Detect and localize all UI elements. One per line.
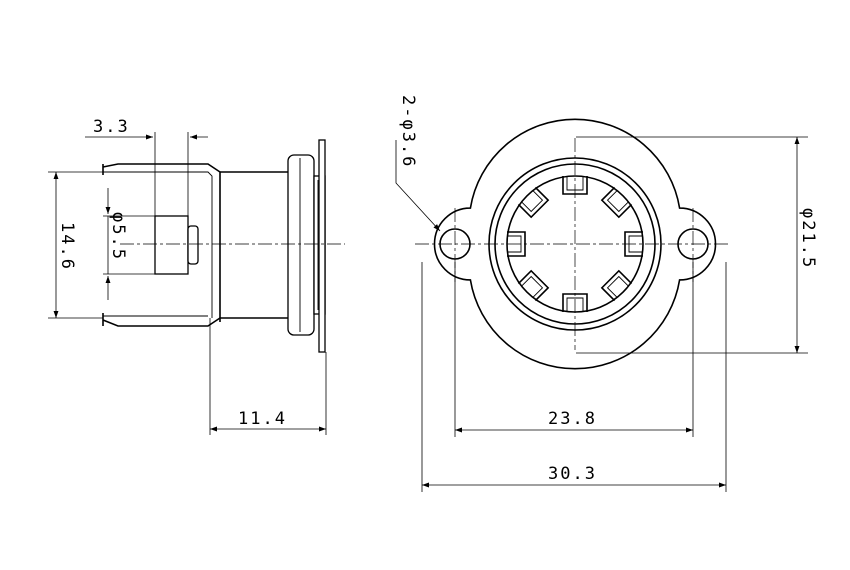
contact-tab (600, 269, 633, 302)
terminal-top-inner (103, 171, 213, 318)
terminal-bottom (102, 317, 221, 327)
contact-tab-outline (517, 186, 550, 219)
pin-shoulder (187, 225, 199, 265)
side-view (102, 139, 345, 353)
contact-tab-inner (520, 189, 544, 213)
flange-plate (318, 139, 326, 353)
front-view (415, 118, 730, 370)
dim-body-diameter: φ21.5 (798, 208, 818, 269)
front-dimensions: 2-φ3.6 φ21.5 23.8 30.3 (395, 95, 818, 492)
dim-mounting-holes: 2-φ3.6 (398, 95, 418, 168)
contact-tab-inner (606, 275, 630, 299)
contact-tab-outline (517, 269, 550, 302)
contact-tab-inner (566, 297, 584, 312)
terminal-top (102, 163, 221, 322)
contact-tab (517, 269, 550, 302)
pin (154, 215, 189, 275)
contact-tab (600, 186, 633, 219)
dim-pin-diameter: φ5.5 (108, 212, 128, 261)
dim-body-depth: 11.4 (238, 409, 287, 429)
dim-flange-width: 30.3 (548, 464, 597, 484)
cap (287, 154, 315, 336)
side-dimensions: 3.3 14.6 φ5.5 11.4 (48, 117, 327, 435)
contact-tab-outline (600, 186, 633, 219)
contact-tab-inner (520, 275, 544, 299)
dim-side-height: 14.6 (57, 222, 77, 271)
contact-tab (517, 186, 550, 219)
dim-hole-spacing: 23.8 (548, 409, 597, 429)
dim-pin-offset: 3.3 (93, 117, 130, 137)
contact-tab-inner (606, 189, 630, 213)
contact-tab-outline (600, 269, 633, 302)
